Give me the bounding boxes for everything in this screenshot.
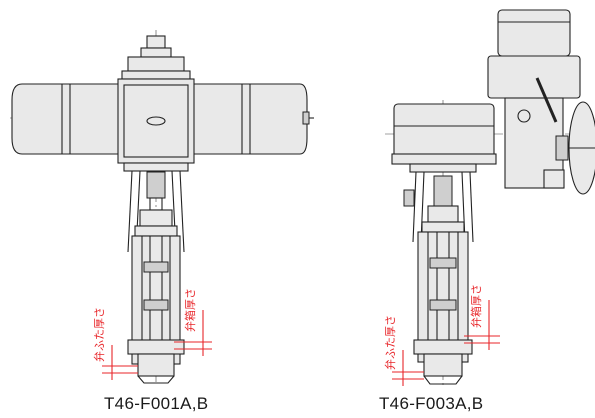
gearbox xyxy=(391,103,497,173)
right-body-thickness-label: 弁箱厚さ xyxy=(469,284,483,328)
actuator-cylinder xyxy=(11,78,314,164)
left-drawing-caption: T46-F001A,B xyxy=(104,394,209,413)
right-valve-body xyxy=(413,205,473,385)
right-thickness-marks xyxy=(392,300,500,386)
right-drawing-caption: T46-F003A,B xyxy=(379,394,484,413)
right-valve-drawing xyxy=(385,9,595,388)
left-cover-thickness-label: 弁ふた厚さ xyxy=(92,307,106,362)
motor-housing xyxy=(487,9,595,195)
left-thickness-marks xyxy=(102,310,212,380)
left-body-thickness-label: 弁箱厚さ xyxy=(183,288,197,332)
valve-body xyxy=(127,209,185,384)
left-valve-drawing xyxy=(10,30,314,385)
right-cover-thickness-label: 弁ふた厚さ xyxy=(383,315,397,370)
